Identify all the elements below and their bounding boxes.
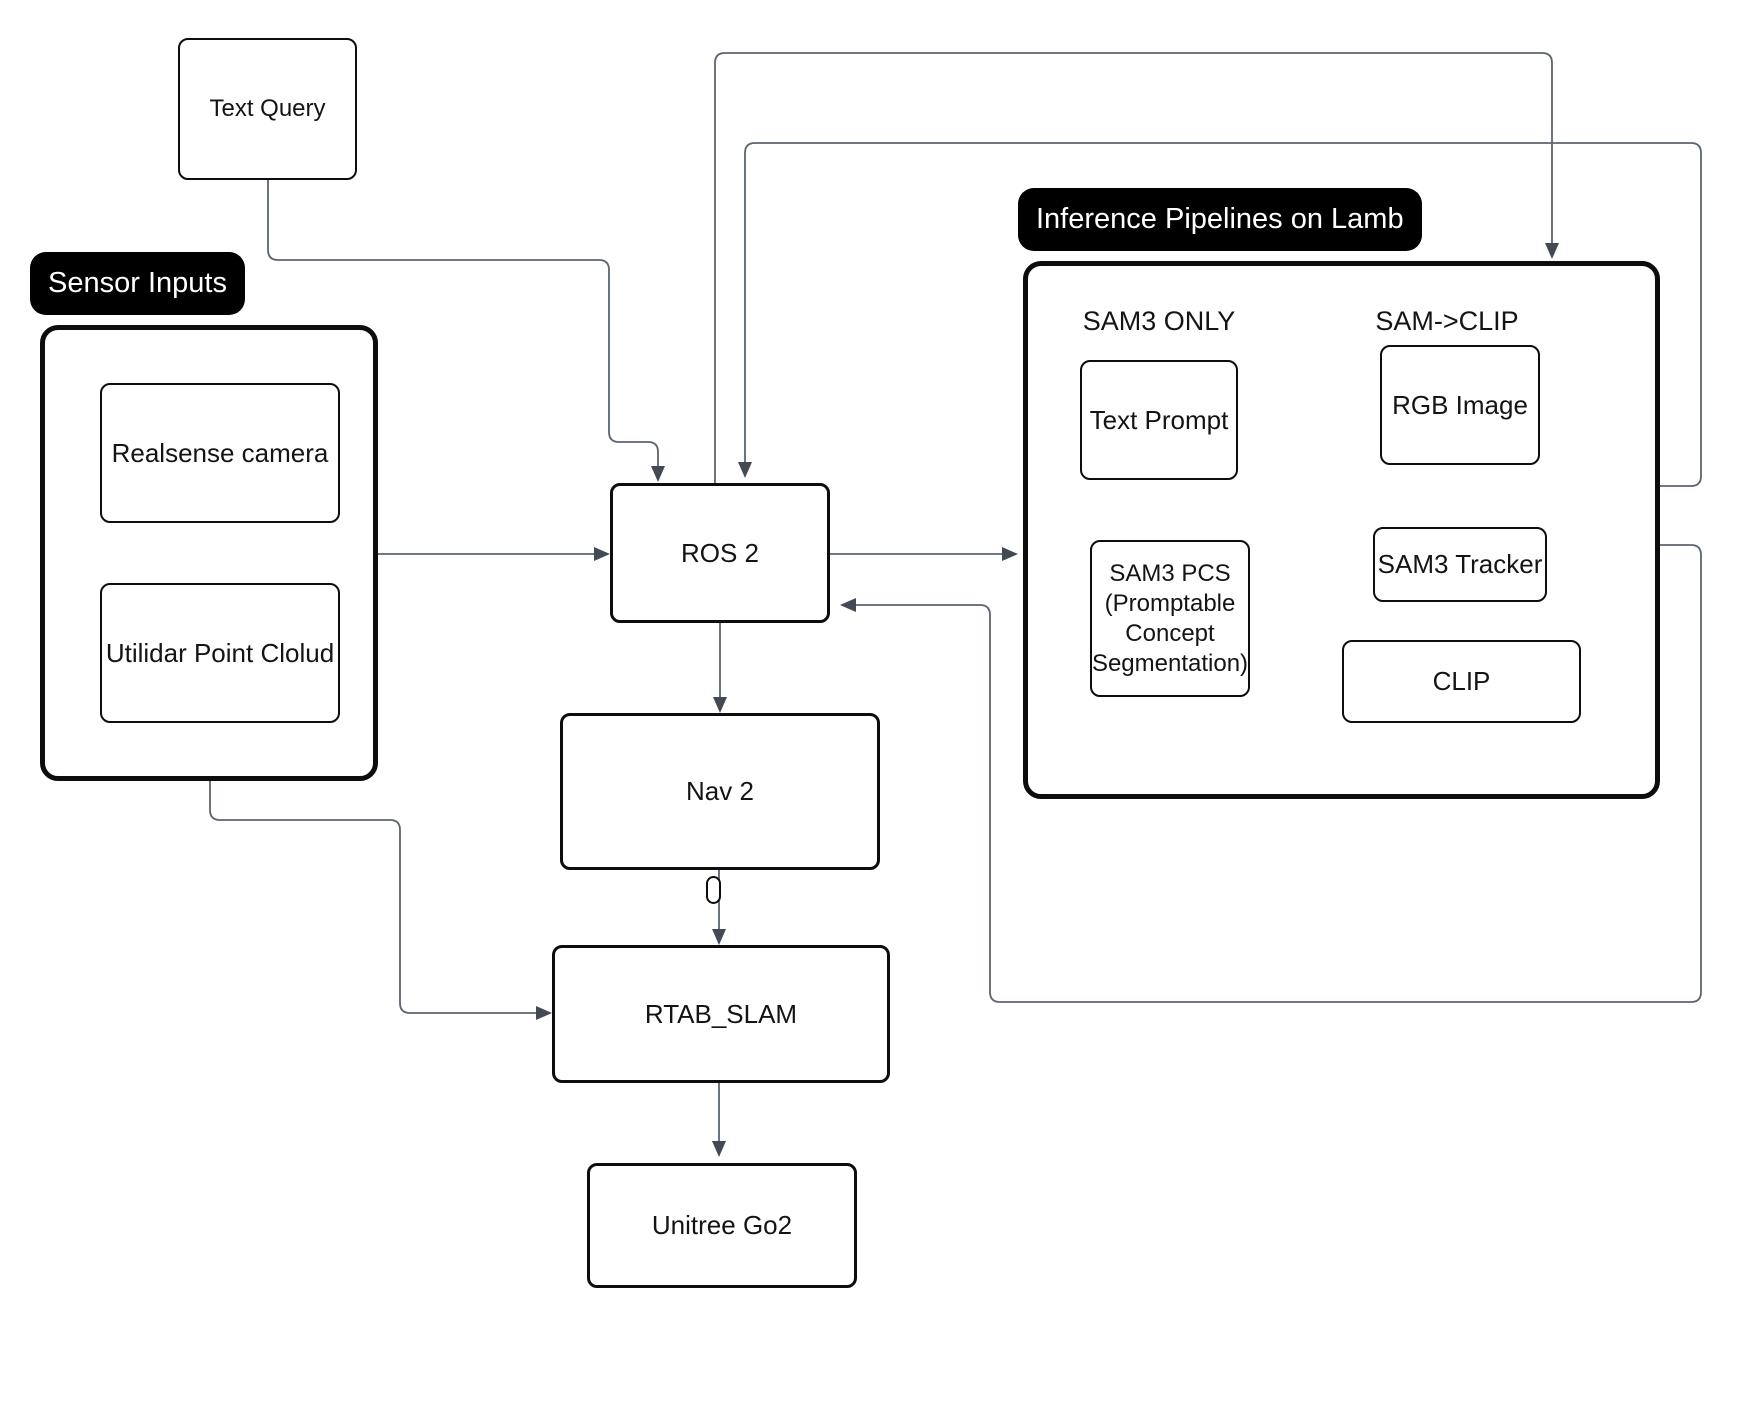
edge-nav2-to-rtab-slam-arrowhead <box>712 929 726 945</box>
edge-pipelines-to-ros2-lower-arrowhead <box>840 598 856 612</box>
node-nav2[interactable]: Nav 2 <box>560 713 880 870</box>
edge-pipelines-to-ros2-upper <box>744 142 1702 487</box>
node-sam3-pcs[interactable]: SAM3 PCS (Promptable Concept Segmentatio… <box>1090 540 1250 697</box>
inference-pipelines-label-pill[interactable]: Inference Pipelines on Lamb <box>1018 188 1422 251</box>
node-sam3-tracker[interactable]: SAM3 Tracker <box>1373 527 1547 602</box>
node-unitree-go2[interactable]: Unitree Go2 <box>587 1163 857 1288</box>
node-realsense-camera[interactable]: Realsense camera <box>100 383 340 523</box>
edge-pipelines-to-ros2-upper-arrowhead <box>738 462 752 478</box>
edge-ros2-to-pipelines-top <box>714 52 1553 483</box>
node-utilidar-point-cloud[interactable]: Utilidar Point Clolud <box>100 583 340 723</box>
node-rtab-slam[interactable]: RTAB_SLAM <box>552 945 890 1083</box>
edge-sensor-inputs-to-rtab-slam-arrowhead <box>536 1006 552 1020</box>
node-text-query[interactable]: Text Query <box>178 38 357 180</box>
sensor-inputs-label-pill[interactable]: Sensor Inputs <box>30 252 245 315</box>
node-rgb-image[interactable]: RGB Image <box>1380 345 1540 465</box>
edge-text-query-to-ros2 <box>267 180 659 466</box>
edge-rtab-slam-to-unitree-go2-arrowhead <box>712 1141 726 1157</box>
edge-ros2-to-pipelines-left-arrowhead <box>1002 547 1018 561</box>
edge-sensor-inputs-to-rtab-slam <box>209 781 536 1014</box>
edge-pipelines-to-ros2-lower <box>856 544 1702 1003</box>
sam3-only-column-heading: SAM3 ONLY <box>1082 306 1236 336</box>
node-clip[interactable]: CLIP <box>1342 640 1581 723</box>
connector-capsule-icon <box>706 876 721 904</box>
sam-clip-column-heading: SAM->CLIP <box>1375 306 1519 336</box>
edge-sensor-inputs-to-ros2-arrowhead <box>594 547 610 561</box>
edge-text-query-to-ros2-arrowhead <box>651 466 665 482</box>
edge-ros2-to-nav2-arrowhead <box>713 697 727 713</box>
node-text-prompt[interactable]: Text Prompt <box>1080 360 1238 480</box>
node-ros2[interactable]: ROS 2 <box>610 483 830 623</box>
edge-ros2-to-pipelines-top-arrowhead <box>1545 243 1559 259</box>
